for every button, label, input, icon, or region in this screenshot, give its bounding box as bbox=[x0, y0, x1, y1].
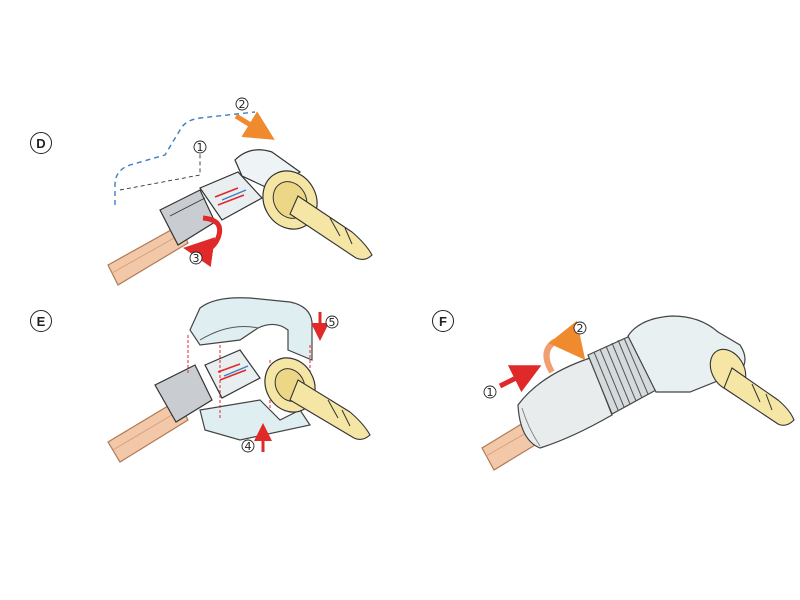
svg-text:3: 3 bbox=[193, 252, 200, 265]
step-e-illustration: 4 5 bbox=[107, 297, 371, 463]
lower-shell-half bbox=[199, 399, 311, 441]
cable-e bbox=[107, 399, 189, 463]
svg-text:1: 1 bbox=[487, 386, 494, 399]
marker-f-1: 1 bbox=[483, 385, 497, 399]
step-label-e: E bbox=[30, 310, 52, 332]
svg-text:2: 2 bbox=[577, 322, 584, 335]
plug-pin-f bbox=[723, 367, 795, 426]
svg-text:2: 2 bbox=[239, 98, 246, 111]
step-f-illustration: 1 2 bbox=[481, 315, 795, 471]
step-label-d: D bbox=[30, 132, 52, 154]
connector-body-e bbox=[204, 349, 261, 399]
rotate-arrow-d bbox=[183, 215, 223, 267]
svg-text:5: 5 bbox=[329, 316, 336, 329]
marker-e-5: 5 bbox=[325, 315, 339, 329]
marker-d-1: 1 bbox=[193, 140, 207, 154]
move-arrow-d bbox=[234, 111, 275, 140]
plug-pin-e bbox=[289, 379, 371, 441]
marker-d-3: 3 bbox=[189, 251, 203, 265]
shell-guide-outline bbox=[114, 111, 256, 205]
marker-f-2: 2 bbox=[573, 321, 587, 335]
twist-arrow-f bbox=[543, 320, 586, 374]
svg-text:1: 1 bbox=[197, 141, 204, 154]
marker-e-4: 4 bbox=[241, 439, 255, 453]
push-arrow-f bbox=[498, 365, 542, 393]
shell-guide-lower bbox=[119, 150, 201, 191]
step-label-f: F bbox=[432, 310, 454, 332]
svg-text:4: 4 bbox=[245, 440, 252, 453]
marker-d-2: 2 bbox=[235, 97, 249, 111]
cable-clamp-e bbox=[154, 364, 213, 423]
step-d-illustration: 1 2 3 bbox=[107, 97, 373, 286]
upper-shell-half bbox=[189, 297, 313, 361]
strain-relief-f bbox=[517, 357, 613, 449]
